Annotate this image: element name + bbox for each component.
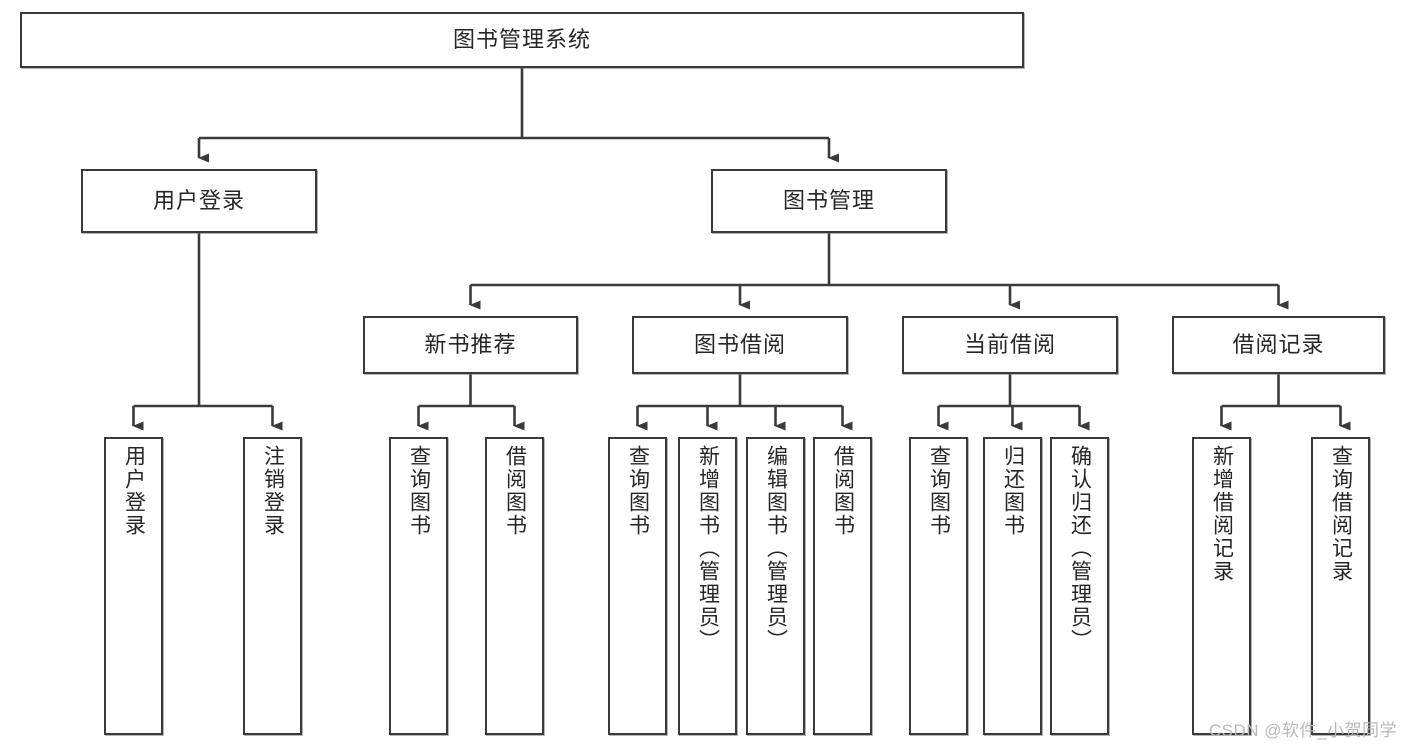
node-new-book-recommend[interactable]: 新书推荐 [363,316,578,374]
node-label: 注销登录 [261,445,285,537]
node-leaf-logout[interactable]: 注销登录 [243,437,302,735]
node-leaf-borrow-book-2[interactable]: 借阅图书 [813,437,872,735]
node-user-login[interactable]: 用户登录 [81,169,317,233]
node-label: 当前借阅 [963,332,1056,358]
node-leaf-query-book-2[interactable]: 查询图书 [608,437,667,735]
node-label: 新增图书（管理员） [696,445,720,652]
node-leaf-confirm-return[interactable]: 确认归还（管理员） [1050,437,1109,735]
node-leaf-query-book-1[interactable]: 查询图书 [389,437,448,735]
node-leaf-return-book[interactable]: 归还图书 [983,437,1042,735]
node-label: 查询图书 [407,445,431,537]
node-leaf-user-login[interactable]: 用户登录 [104,437,163,735]
node-label: 借阅图书 [503,445,527,537]
node-label: 图书管理系统 [452,27,591,53]
node-book-borrow[interactable]: 图书借阅 [632,316,848,374]
node-label: 借阅图书 [831,445,855,537]
node-label: 查询图书 [626,445,650,537]
node-label: 用户登录 [152,188,245,214]
node-label: 归还图书 [1001,445,1025,537]
node-leaf-edit-book[interactable]: 编辑图书（管理员） [746,437,805,735]
node-root-system[interactable]: 图书管理系统 [20,12,1024,68]
node-label: 新书推荐 [424,332,517,358]
node-label: 确认归还（管理员） [1068,445,1092,652]
node-label: 查询图书 [927,445,951,537]
node-borrow-record[interactable]: 借阅记录 [1172,316,1385,374]
node-current-borrow[interactable]: 当前借阅 [902,316,1118,374]
node-leaf-add-record[interactable]: 新增借阅记录 [1192,437,1251,735]
node-leaf-add-book[interactable]: 新增图书（管理员） [678,437,737,735]
node-label: 借阅记录 [1232,332,1325,358]
node-label: 新增借阅记录 [1210,445,1234,583]
watermark-text: CSDN @软件_小贺同学 [1208,721,1397,740]
node-label: 查询借阅记录 [1329,445,1353,583]
node-label: 用户登录 [122,445,146,537]
node-leaf-query-record[interactable]: 查询借阅记录 [1311,437,1370,735]
node-book-manage[interactable]: 图书管理 [711,169,947,233]
node-label: 编辑图书（管理员） [764,445,788,652]
node-leaf-borrow-book-1[interactable]: 借阅图书 [485,437,544,735]
node-label: 图书管理 [782,188,875,214]
node-leaf-query-book-3[interactable]: 查询图书 [909,437,968,735]
node-label: 图书借阅 [693,332,786,358]
